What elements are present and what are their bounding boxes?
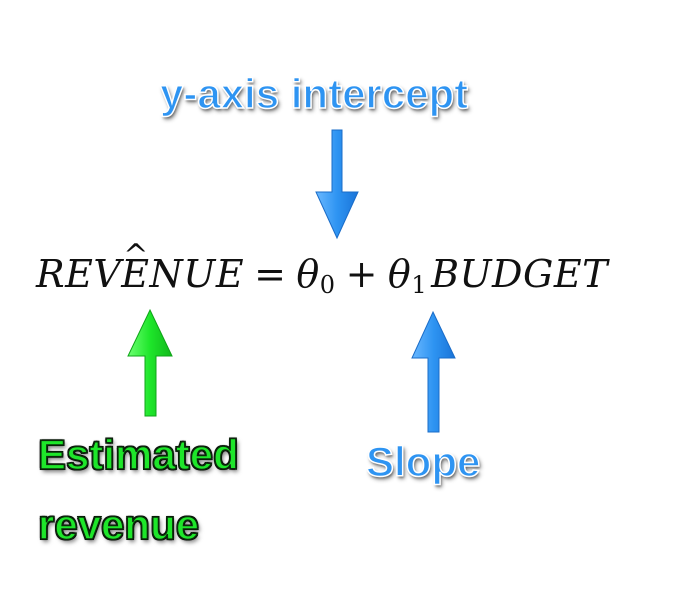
estimated-revenue-label: Estimated revenue — [37, 420, 239, 560]
hat-symbol: ^ — [123, 238, 149, 273]
estimated-arrow-icon — [127, 308, 173, 417]
theta-one: θ — [387, 252, 412, 296]
subscript-one: 1 — [411, 271, 428, 299]
estimated-line-1: Estimated — [37, 430, 239, 479]
slope-label: Slope — [365, 437, 481, 486]
intercept-arrow-icon — [315, 129, 359, 240]
plus-sign: + — [345, 252, 378, 296]
revenue-var-start: REV — [36, 252, 122, 296]
hat-letter: E — [121, 252, 150, 296]
subscript-zero: 0 — [319, 271, 336, 299]
budget-var: BUDGET — [431, 252, 608, 296]
revenue-var-end: NUE — [149, 252, 245, 296]
estimated-line-2: revenue — [37, 500, 200, 549]
intercept-label: y-axis intercept — [159, 69, 469, 118]
slope-arrow-icon — [411, 310, 456, 433]
equals-sign: = — [254, 252, 287, 296]
hatted-e: ^E — [121, 238, 150, 296]
theta-zero: θ — [296, 252, 320, 296]
